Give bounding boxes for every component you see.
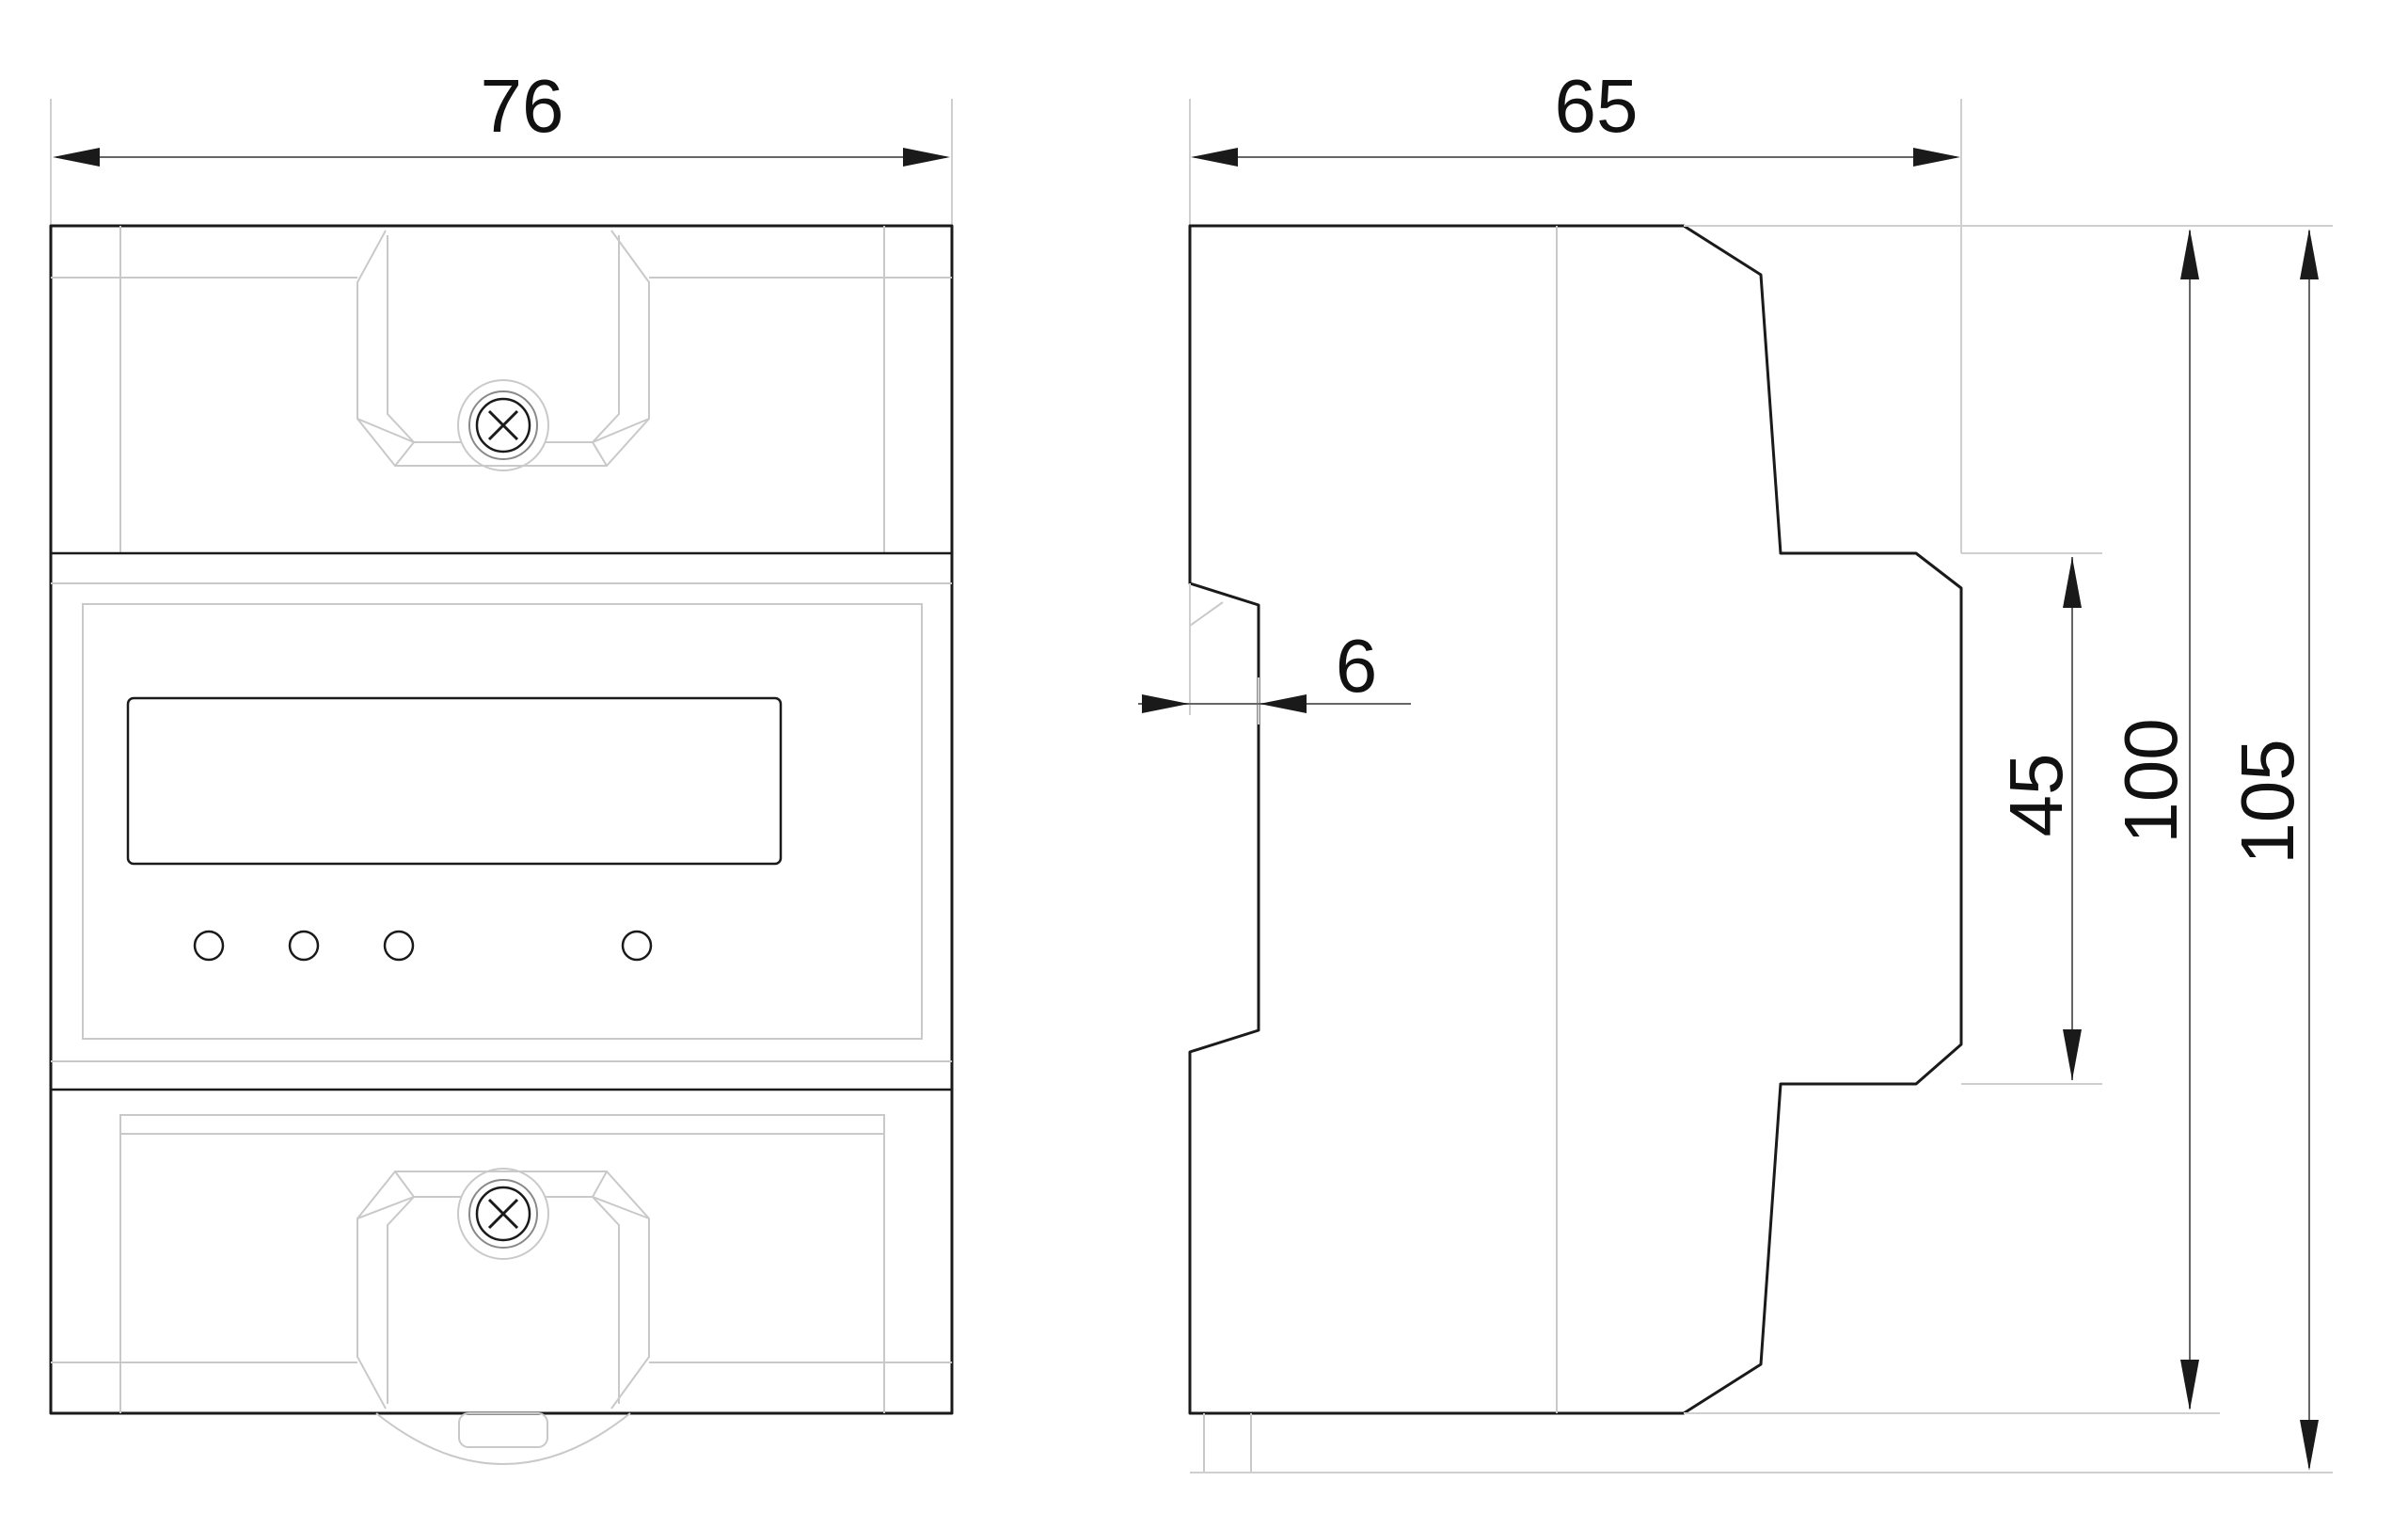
led-indicator-4 <box>621 930 653 962</box>
depth-label: 65 <box>1555 64 1639 148</box>
top-terminal-cover <box>51 226 952 553</box>
led-indicator-2 <box>288 930 320 962</box>
overall-height-label: 105 <box>2226 739 2309 864</box>
rail-label: 45 <box>1994 754 2078 837</box>
dimension-offset: 6 <box>1138 583 1411 725</box>
lcd-display <box>126 696 783 866</box>
bottom-terminal-cover <box>51 1114 952 1465</box>
side-view: 65 6 45 <box>1138 64 2333 1473</box>
dimension-rail: 45 <box>1961 552 2102 1085</box>
width-label: 76 <box>481 64 564 148</box>
height-label: 100 <box>2109 718 2193 843</box>
led-indicator-3 <box>383 930 415 962</box>
bottom-screw-icon <box>457 1168 549 1260</box>
dimension-width: 76 <box>50 64 953 226</box>
dimension-overall-height: 105 <box>1190 229 2333 1473</box>
dimension-depth: 65 <box>1189 64 1962 553</box>
front-view: 76 <box>49 64 954 1465</box>
dimension-height: 100 <box>1684 225 2333 1414</box>
led-indicator-1 <box>193 930 225 962</box>
top-screw-icon <box>457 379 549 471</box>
front-panel <box>82 603 923 1040</box>
front-body-outline <box>49 224 954 1415</box>
offset-label: 6 <box>1336 624 1378 708</box>
side-body-outline <box>1188 224 1963 1415</box>
